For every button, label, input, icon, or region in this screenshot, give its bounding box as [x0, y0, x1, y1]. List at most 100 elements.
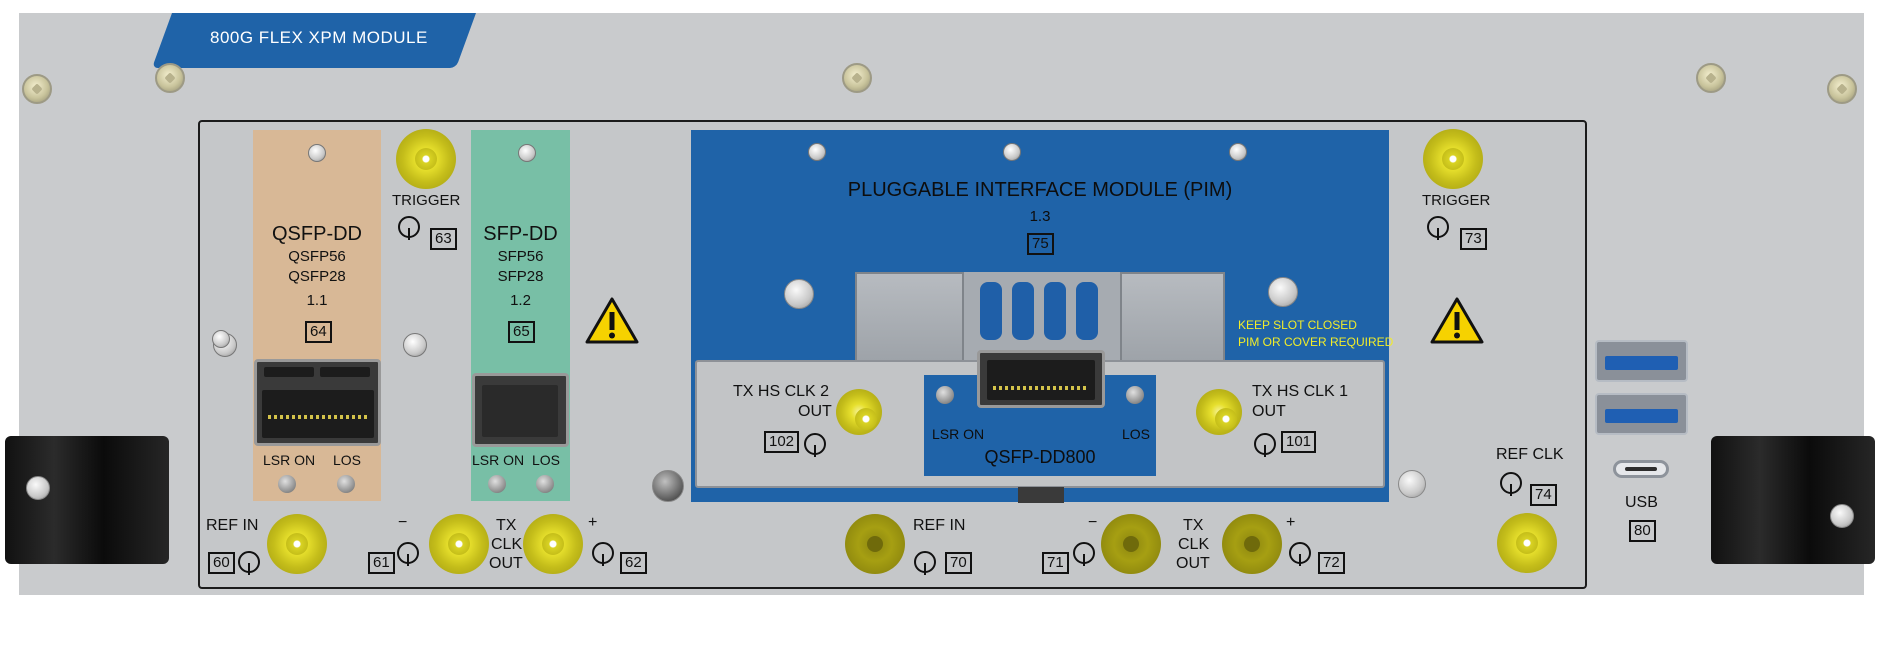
pim-title: PLUGGABLE INTERFACE MODULE (PIM): [847, 179, 1233, 201]
tx-clk-right-plus-connector[interactable]: [1222, 514, 1282, 574]
screw-icon: [842, 63, 872, 93]
tx-hs-clk1-line1: TX HS CLK 1: [1252, 383, 1349, 400]
vent-slot: [980, 282, 1002, 340]
tx-clk-left-l3: OUT: [489, 555, 523, 572]
id-61: 61: [368, 552, 395, 574]
ref-in-left-connector[interactable]: [267, 514, 327, 574]
vent-slot: [1012, 282, 1034, 340]
pim-keep-line2: PIM OR COVER REQUIRED: [1238, 335, 1394, 349]
signal-symbol-icon: [804, 433, 826, 457]
pim-led-lsr-label: LSR ON: [932, 426, 985, 442]
stud-icon: [808, 143, 826, 161]
tx-hs-clk2-line2: OUT: [798, 403, 832, 420]
pim-id: 75: [1027, 233, 1054, 255]
tx-hs-clk2-id: 102: [764, 431, 800, 453]
signal-symbol-icon: [1500, 472, 1522, 496]
ref-clk-connector[interactable]: [1497, 513, 1557, 573]
qsfp-slot-version: 1.1: [306, 292, 328, 309]
screw-icon: [1696, 63, 1726, 93]
tx-clk-right-minus-connector[interactable]: [1101, 514, 1161, 574]
tx-clk-minus-connector[interactable]: [429, 514, 489, 574]
port-icon: [262, 390, 374, 438]
qsfp-slot-sub2: QSFP28: [288, 268, 346, 285]
usb-c-icon[interactable]: [1613, 460, 1669, 478]
pim-port-name: QSFP-DD800: [984, 447, 1096, 467]
signal-symbol-icon: [914, 551, 936, 575]
pim-keep-line1: KEEP SLOT CLOSED: [1238, 318, 1357, 332]
stud-icon: [518, 144, 536, 162]
pim-version: 1.3: [1029, 208, 1051, 225]
tx-hs-clk1-id: 101: [1281, 431, 1317, 453]
port-icon: [482, 385, 558, 437]
signal-symbol-icon: [1254, 433, 1276, 457]
qsfp-slot-name: QSFP-DD: [272, 223, 362, 245]
screw-icon: [1830, 504, 1854, 528]
signal-symbol-icon: [1073, 542, 1095, 566]
screw-icon: [26, 476, 50, 500]
minus-sign-right: −: [1088, 514, 1098, 531]
warning-icon: [1430, 297, 1484, 344]
module-title: 800G FLEX XPM MODULE: [210, 28, 428, 47]
ref-in-mid-connector[interactable]: [845, 514, 905, 574]
pim-led-los-label: LOS: [1122, 426, 1151, 442]
tx-hs-clk1-connector[interactable]: [1196, 389, 1242, 435]
usb-a-icon[interactable]: [1595, 340, 1688, 382]
screw-icon: [1827, 74, 1857, 104]
stud-icon: [403, 333, 427, 357]
id-62: 62: [620, 552, 647, 574]
usb-id: 80: [1629, 520, 1656, 542]
tx-clk-plus-connector[interactable]: [523, 514, 583, 574]
plus-sign-left: +: [588, 514, 598, 531]
handle-icon[interactable]: [1711, 436, 1875, 564]
usb-a-icon[interactable]: [1595, 393, 1688, 435]
trigger-right-connector[interactable]: [1423, 129, 1483, 189]
signal-symbol-icon: [592, 542, 614, 566]
port-icon: [264, 367, 314, 377]
led-icon: [337, 475, 355, 493]
sfp-slot-name: SFP-DD: [483, 223, 558, 245]
led-icon: [536, 475, 554, 493]
led-icon: [278, 475, 296, 493]
trigger-left-id: 63: [430, 228, 457, 250]
trigger-right-id: 73: [1460, 228, 1487, 250]
led-icon: [488, 475, 506, 493]
sfp-slot-version: 1.2: [510, 292, 531, 309]
qsfp-led-los-label: LOS: [333, 452, 362, 468]
signal-symbol-icon: [1289, 542, 1311, 566]
tx-clk-left-l2: CLK: [491, 536, 523, 553]
port-pins: [268, 415, 368, 419]
trigger-left-label: TRIGGER: [392, 192, 461, 209]
led-icon: [936, 386, 954, 404]
signal-symbol-icon: [238, 551, 260, 575]
usb-label: USB: [1625, 494, 1658, 511]
stud-icon: [212, 330, 230, 348]
tx-clk-right-l1: TX: [1183, 517, 1204, 534]
sfp-slot-sub2: SFP28: [497, 268, 544, 285]
id-71: 71: [1042, 552, 1069, 574]
screw-icon: [1268, 277, 1298, 307]
signal-symbol-icon: [1427, 216, 1449, 240]
port-pins: [993, 386, 1089, 390]
handle-icon[interactable]: [5, 436, 169, 564]
screw-icon: [1398, 470, 1426, 498]
pim-latch[interactable]: [1018, 487, 1064, 503]
signal-symbol-icon: [397, 542, 419, 566]
tx-clk-right-l3: OUT: [1176, 555, 1210, 572]
sfp-led-lsr-label: LSR ON: [472, 452, 525, 468]
trigger-left-connector[interactable]: [396, 129, 456, 189]
port-icon: [987, 360, 1095, 400]
qsfp-led-lsr-label: LSR ON: [263, 452, 316, 468]
id-72: 72: [1318, 552, 1345, 574]
stud-icon: [1229, 143, 1247, 161]
tx-hs-clk2-connector[interactable]: [836, 389, 882, 435]
trigger-right-label: TRIGGER: [1422, 192, 1491, 209]
ref-in-left-id: 60: [208, 552, 235, 574]
screw-icon: [22, 74, 52, 104]
qsfp-slot-id: 64: [305, 321, 332, 343]
tx-clk-left-l1: TX: [496, 517, 517, 534]
ref-in-mid-id: 70: [945, 552, 972, 574]
ref-in-mid-label: REF IN: [913, 517, 966, 534]
tx-hs-clk1-line2: OUT: [1252, 403, 1286, 420]
screw-icon: [652, 470, 684, 502]
warning-icon: [585, 297, 639, 344]
